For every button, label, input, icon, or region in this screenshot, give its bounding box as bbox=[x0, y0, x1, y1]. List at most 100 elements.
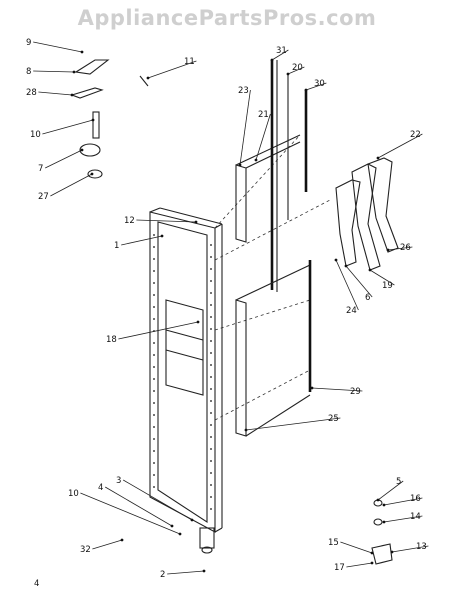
leader-dot bbox=[368, 268, 372, 272]
frame-hole bbox=[210, 376, 212, 378]
leader-line bbox=[255, 113, 271, 161]
leader-line bbox=[377, 480, 404, 501]
frame-hole bbox=[153, 306, 155, 308]
frame-hole bbox=[153, 258, 155, 260]
frame-hole bbox=[210, 268, 212, 270]
leader-dot bbox=[90, 172, 94, 176]
frame-hole bbox=[210, 508, 212, 510]
leader-dot bbox=[254, 158, 258, 162]
callout-13: 13 bbox=[390, 542, 429, 554]
frame-hole bbox=[153, 366, 155, 368]
frame-hole bbox=[210, 352, 212, 354]
callout-label: 11 bbox=[184, 57, 195, 67]
leader-line bbox=[391, 545, 429, 553]
watermark: AppliancePartsPros.com bbox=[77, 6, 377, 30]
leader-dot bbox=[334, 258, 338, 262]
frame-hole bbox=[153, 270, 155, 272]
callout-label: 5 bbox=[396, 477, 401, 487]
callout-28: 28 bbox=[26, 88, 74, 98]
callout-label: 31 bbox=[276, 46, 287, 56]
frame-hole bbox=[210, 304, 212, 306]
frame-hole bbox=[210, 280, 212, 282]
door-frame bbox=[149, 207, 223, 533]
callout-label: 19 bbox=[382, 281, 393, 291]
leader-line bbox=[383, 515, 423, 523]
callout-14: 14 bbox=[382, 512, 423, 524]
callout-label: 20 bbox=[292, 63, 303, 73]
leader-dot bbox=[390, 550, 394, 554]
leader-line bbox=[346, 562, 373, 568]
top-hinge-assembly bbox=[70, 59, 149, 179]
leader-dot bbox=[386, 248, 390, 252]
callout-32: 32 bbox=[80, 538, 124, 555]
leader-dot bbox=[344, 264, 348, 268]
frame-hole bbox=[153, 450, 155, 452]
frame-hole bbox=[210, 316, 212, 318]
callout-label: 9 bbox=[26, 38, 31, 48]
upper-panel-23 bbox=[235, 134, 301, 243]
leader-dot bbox=[80, 148, 84, 152]
leader-dot bbox=[310, 386, 314, 390]
leader-line bbox=[305, 82, 327, 91]
callout-9: 9 bbox=[26, 38, 84, 54]
callout-label: 1 bbox=[114, 241, 119, 251]
frame-hole bbox=[210, 448, 212, 450]
callout-18: 18 bbox=[106, 320, 200, 345]
leader-line bbox=[245, 417, 341, 431]
leader-dot bbox=[196, 320, 200, 324]
leader-dot bbox=[190, 518, 194, 522]
leader-line bbox=[335, 259, 359, 311]
frame-hole bbox=[210, 484, 212, 486]
leader-dot bbox=[244, 428, 248, 432]
leader-line bbox=[42, 119, 94, 135]
leader-dot bbox=[238, 163, 242, 167]
callout-label: 3 bbox=[116, 476, 121, 486]
frame-hole bbox=[210, 412, 212, 414]
callout-1: 1 bbox=[114, 234, 164, 251]
callout-label: 15 bbox=[328, 538, 339, 548]
leader-dot bbox=[70, 93, 74, 97]
callout-label: 21 bbox=[258, 110, 269, 120]
leader-line bbox=[345, 265, 373, 298]
leader-dot bbox=[202, 569, 206, 573]
leader-dot bbox=[376, 498, 380, 502]
leader-line bbox=[377, 133, 423, 159]
strip-31 bbox=[270, 60, 278, 292]
callout-16: 16 bbox=[382, 494, 423, 507]
leader-dot bbox=[160, 234, 164, 238]
callout-3: 3 bbox=[116, 476, 194, 522]
callout-label: 27 bbox=[38, 192, 49, 202]
callout-29: 29 bbox=[310, 386, 363, 397]
leader-dot bbox=[382, 520, 386, 524]
leader-line bbox=[383, 497, 423, 506]
leader-dot bbox=[270, 58, 274, 62]
leader-line bbox=[38, 91, 73, 96]
callout-5: 5 bbox=[376, 477, 404, 502]
bottom-hinge-assembly bbox=[199, 499, 393, 565]
frame-hole bbox=[210, 292, 212, 294]
callout-label: 4 bbox=[98, 483, 103, 493]
callout-31: 31 bbox=[270, 46, 289, 62]
callout-label: 12 bbox=[124, 216, 135, 226]
leader-line bbox=[387, 246, 413, 251]
frame-hole bbox=[210, 364, 212, 366]
leader-line bbox=[104, 486, 173, 527]
frame-hole bbox=[210, 436, 212, 438]
callout-label: 24 bbox=[346, 306, 357, 316]
frame-hole bbox=[210, 424, 212, 426]
guide-lines bbox=[214, 134, 331, 421]
frame-hole bbox=[153, 390, 155, 392]
leader-line bbox=[118, 321, 199, 340]
frame-hole bbox=[153, 282, 155, 284]
frame-hole bbox=[210, 472, 212, 474]
callout-26: 26 bbox=[386, 243, 413, 253]
callout-27: 27 bbox=[38, 172, 94, 202]
callout-10: 10 bbox=[68, 489, 182, 536]
frame-hole bbox=[210, 328, 212, 330]
frame-hole bbox=[153, 402, 155, 404]
leader-dot bbox=[286, 72, 290, 76]
frame-hole bbox=[153, 342, 155, 344]
leader-dot bbox=[72, 70, 76, 74]
callout-23: 23 bbox=[238, 86, 251, 167]
